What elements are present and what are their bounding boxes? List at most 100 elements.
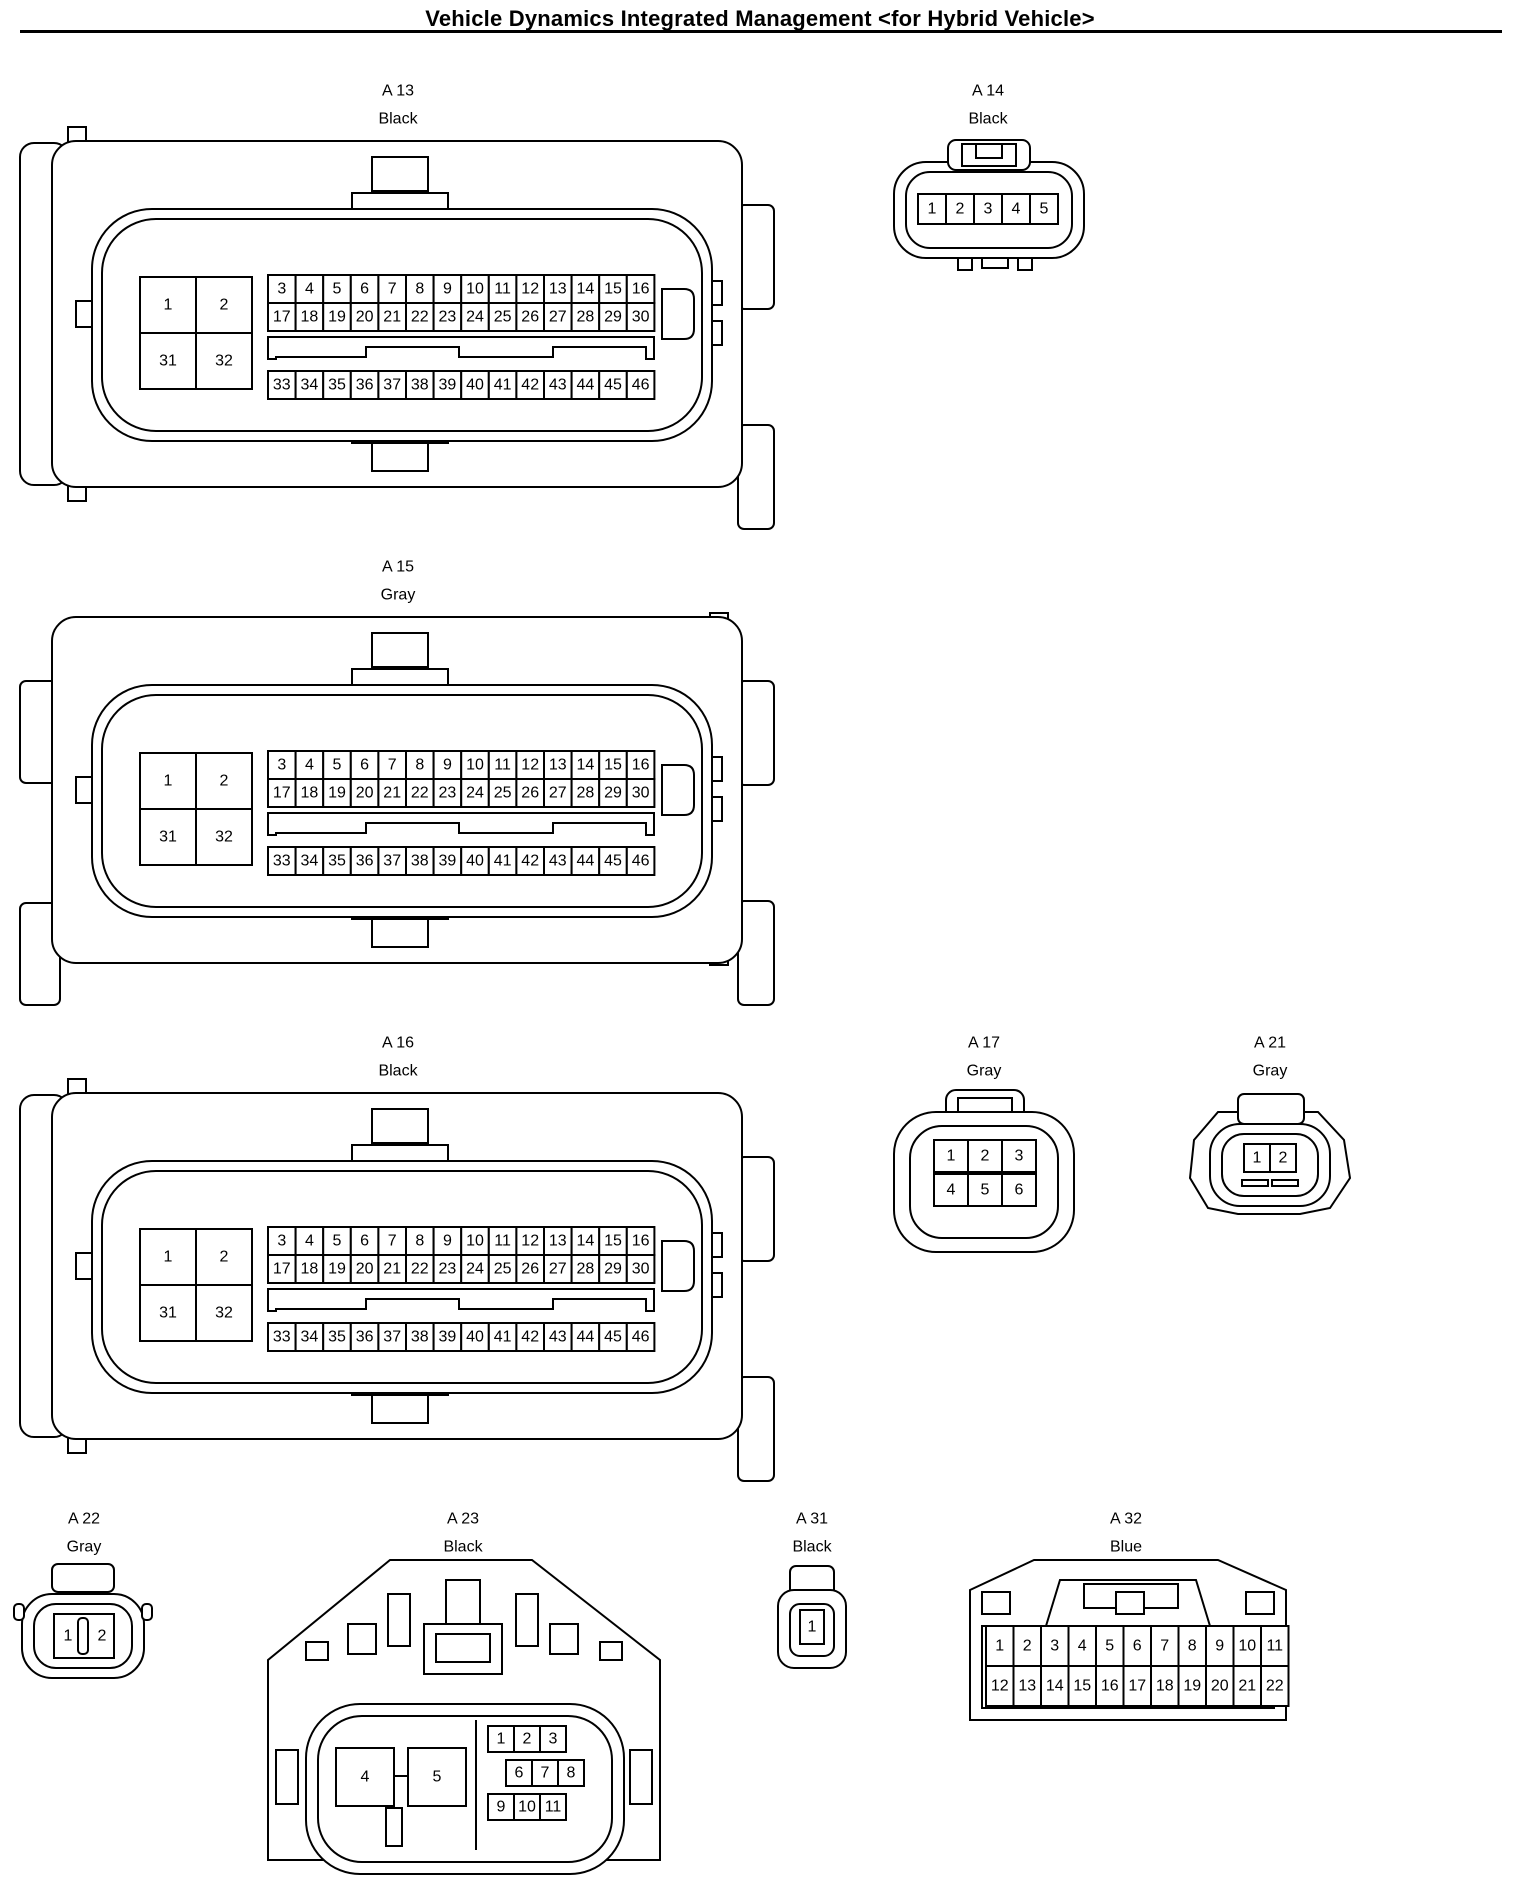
pin-label: 20 [356,1261,374,1278]
pin-label: 14 [577,1233,595,1250]
pin-label: 36 [356,377,374,394]
pin-label: 1 [808,1619,817,1636]
pin-cell [294,1322,325,1352]
pin-label: 2 [981,1148,990,1165]
pin-cell [407,1747,467,1807]
pin-label: 44 [577,377,595,394]
pin-label: 32 [215,353,233,370]
pin-label: 12 [521,757,539,774]
pin-label: 39 [439,1329,457,1346]
detail [515,1593,539,1647]
pin-label: 29 [604,1261,622,1278]
pin-cell [349,1254,380,1284]
pin-label: 30 [632,785,650,802]
pin-label: 27 [549,309,567,326]
pin-cell [432,302,463,332]
pin-cell [625,274,656,304]
pin-label: 4 [947,1182,956,1199]
pin-label: 35 [328,1329,346,1346]
pin-label: 1 [947,1148,956,1165]
pin-cell [513,1793,541,1821]
pin-label: 30 [632,309,650,326]
pin-label: 6 [1015,1182,1024,1199]
slot [1241,1179,1269,1187]
pin-label: 15 [604,1233,622,1250]
pin-label: 8 [415,281,424,298]
pin-cell [531,1759,559,1787]
pin-label: 34 [301,853,319,870]
pin-label: 9 [1215,1638,1224,1655]
housing [267,1559,661,1861]
pin-label: 44 [577,853,595,870]
detail [275,1749,299,1805]
pin-label: 23 [439,1261,457,1278]
pin-label: 14 [577,757,595,774]
pin-label: 36 [356,1329,374,1346]
connector-color: Black [378,1063,418,1080]
connector-color: Black [378,111,418,128]
pin-label: 45 [604,377,622,394]
pin-cell [195,276,253,334]
detail [1045,1579,1211,1627]
pin-cell [294,750,325,780]
pin-label: 9 [443,281,452,298]
pin-label: 45 [604,853,622,870]
pin-cell [515,302,546,332]
pin-cell [945,193,975,225]
pin-cell [1001,1173,1037,1207]
pin-cell [432,846,463,876]
pin-label: 5 [333,281,342,298]
pin-label: 6 [360,281,369,298]
pin-cell [405,778,435,808]
pin-label: 31 [159,1305,177,1322]
pin-cell [598,1254,628,1284]
pin-cell [267,1254,297,1284]
pin-label: 15 [604,757,622,774]
pin-label: 46 [632,377,650,394]
pin-cell [377,302,407,332]
detail [445,1579,481,1625]
pin-cell [625,846,656,876]
housing [1188,1111,1352,1215]
pin-label: 3 [984,201,993,218]
pin-cell [432,274,463,304]
pin-label: 21 [1238,1678,1256,1695]
pin-cell [487,1254,518,1284]
pin-label: 21 [383,785,401,802]
pin-cell [267,370,297,400]
detail [435,1633,491,1663]
latch [1237,1093,1305,1125]
pin-cell [625,370,656,400]
pin-label: 15 [1073,1678,1091,1695]
pin-cell [543,1322,573,1352]
pin-cell [335,1747,395,1807]
connector-color: Black [792,1539,832,1556]
pin-cell [1001,193,1031,225]
pin-cell [557,1759,585,1787]
pin-label: 7 [541,1765,550,1782]
pin-label: 34 [301,377,319,394]
pin-label: 3 [277,1233,286,1250]
pin-label: 30 [632,1261,650,1278]
pin-label: 40 [466,853,484,870]
nub [711,756,723,782]
pin-cell [377,1254,407,1284]
lock [371,442,429,472]
pin-cell [294,274,325,304]
detail [305,1641,329,1661]
pin-cell [432,750,463,780]
pin-cell [598,846,628,876]
pin-cell [1029,193,1059,225]
latch [51,1563,115,1593]
pin-label: 11 [545,1799,562,1816]
key-bar [267,812,655,836]
slot [1271,1179,1299,1187]
nub [711,1232,723,1258]
pin-label: 13 [549,757,567,774]
pin-label: 6 [1133,1638,1142,1655]
